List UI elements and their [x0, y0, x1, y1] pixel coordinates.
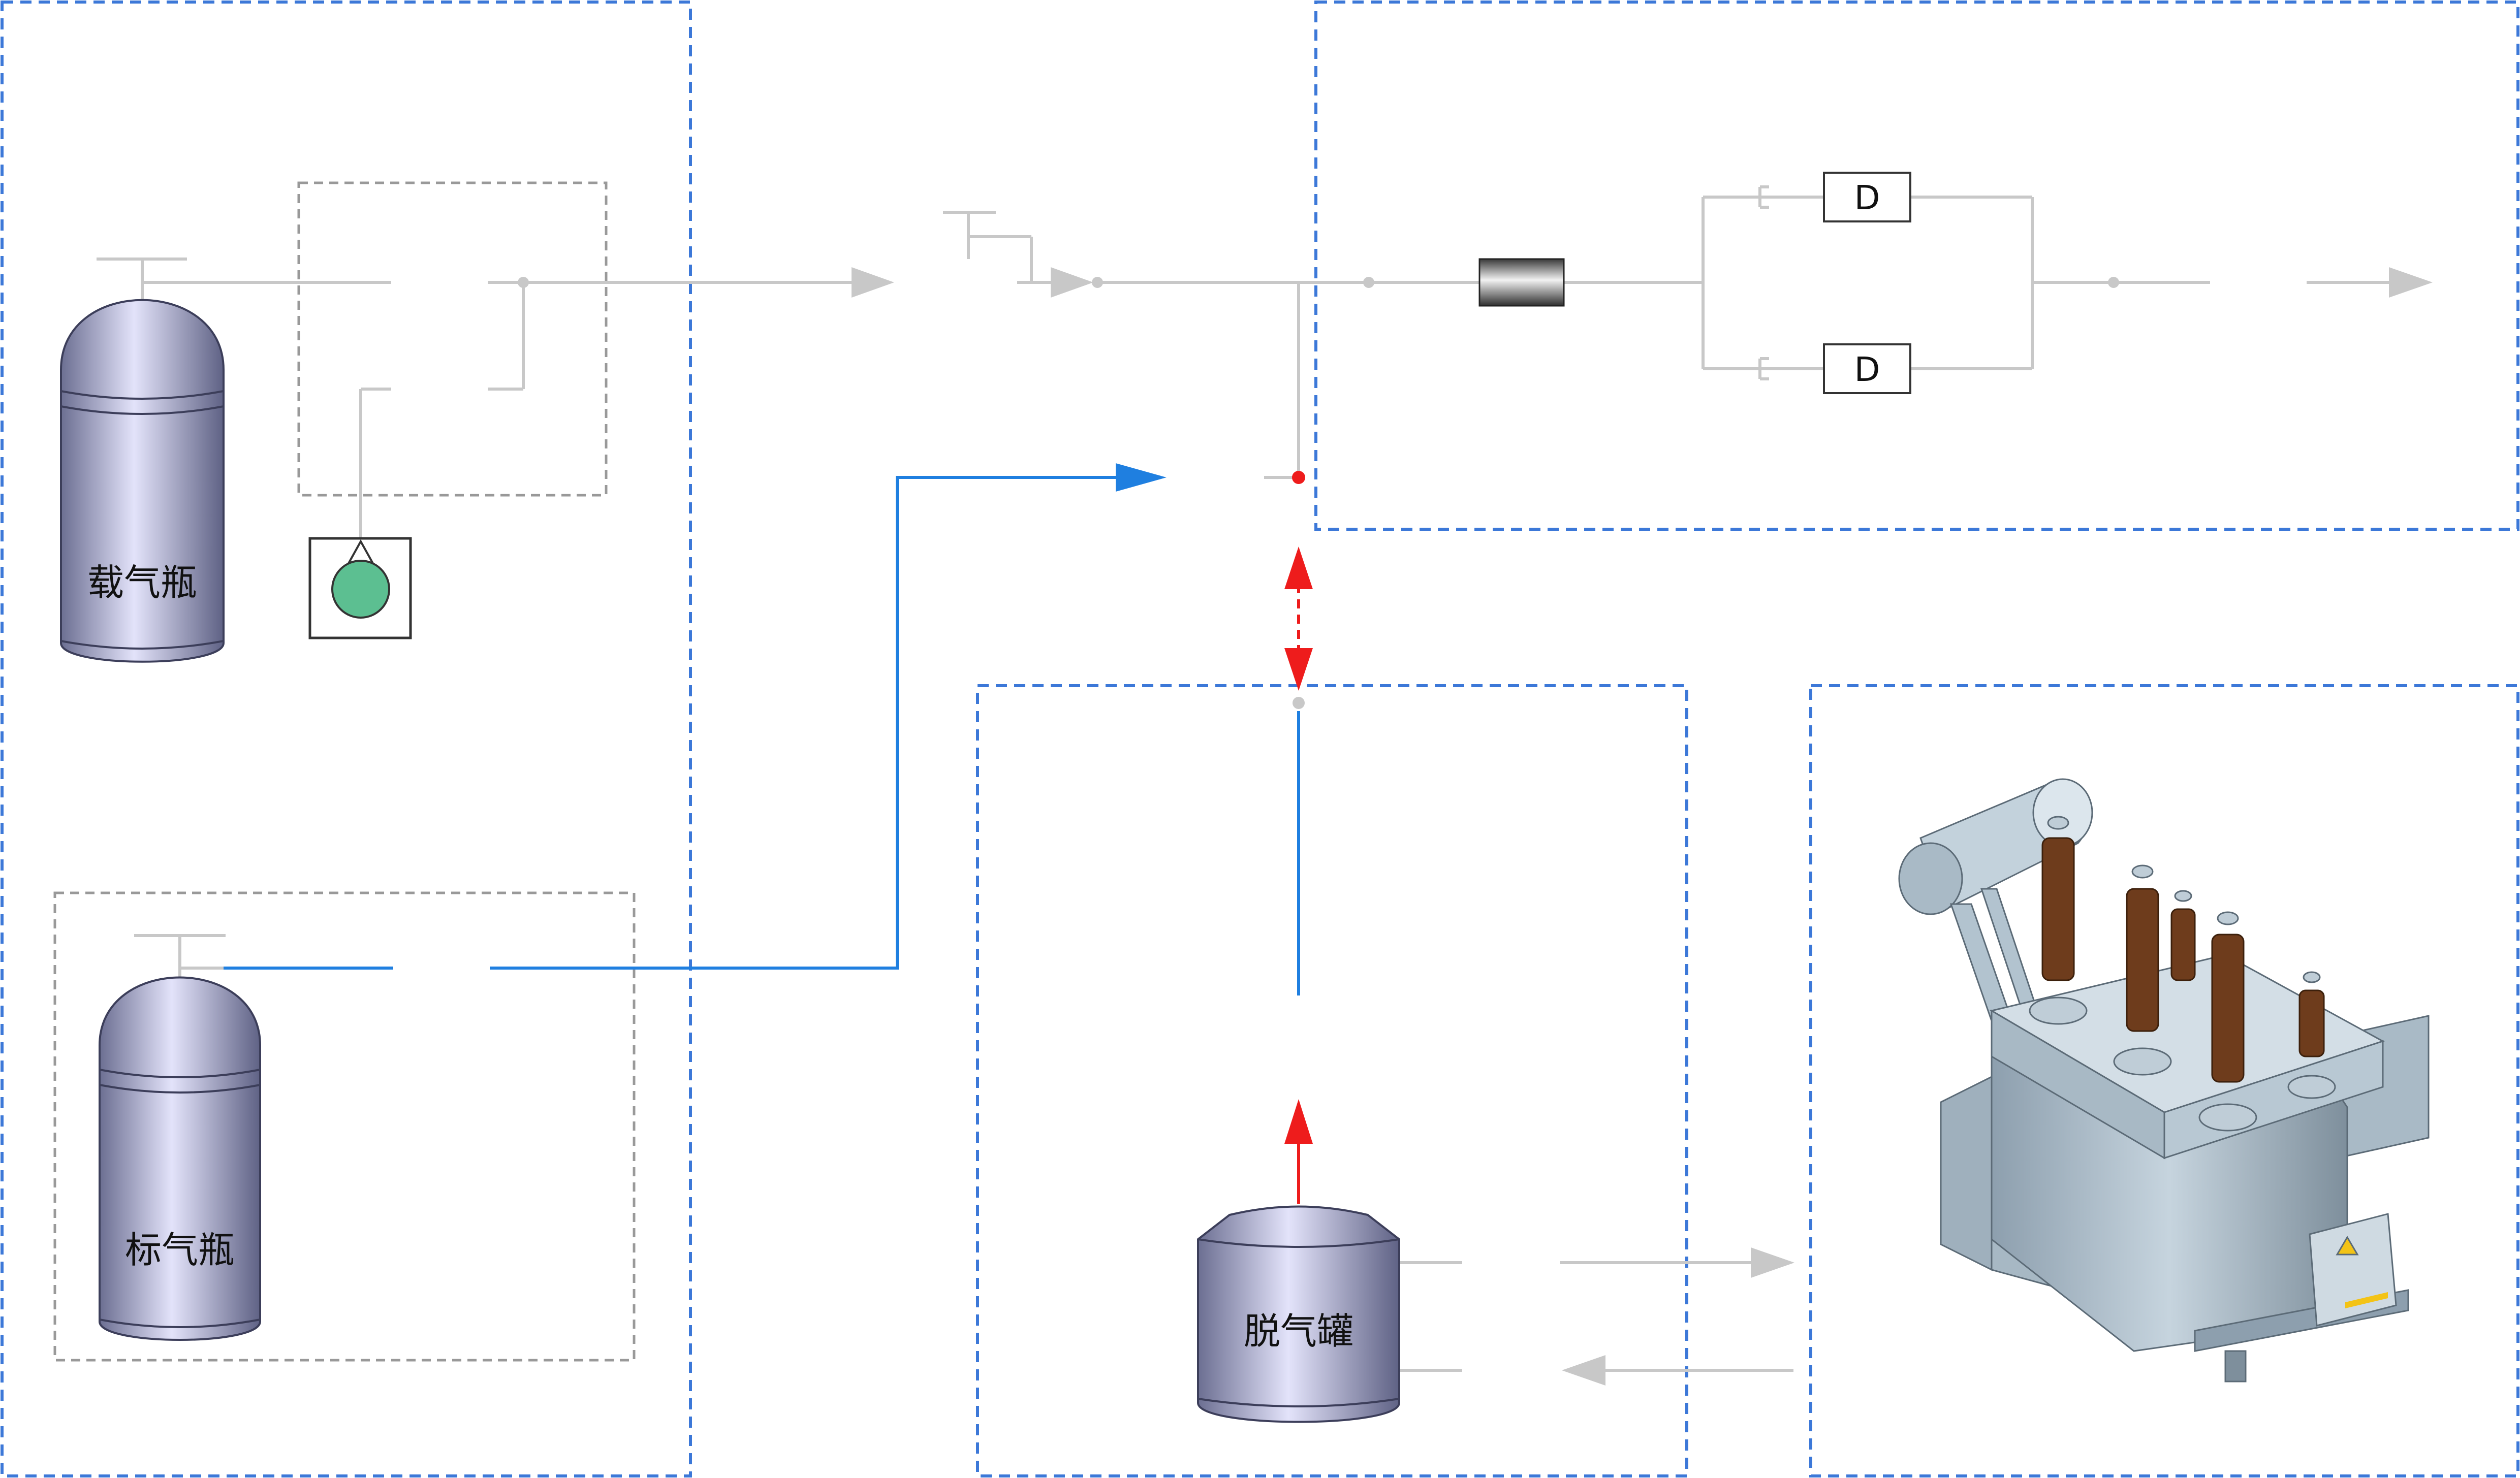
- arrow-icon: [2389, 267, 2433, 298]
- analysis-region: [1314, 1, 2519, 531]
- degassing-tank: 脱气罐: [1197, 1205, 1400, 1423]
- gray-arrow-heads: [852, 267, 2433, 1386]
- carrier-valve-group: [297, 181, 608, 497]
- cylinder-icon: [60, 299, 225, 663]
- arrow-icon: [1284, 547, 1313, 589]
- standard-gas-cylinder: 标气瓶: [99, 976, 261, 1341]
- carrier-gas-cylinder: 载气瓶: [60, 299, 225, 663]
- cylinder-icon: [99, 976, 261, 1341]
- detector-2: D: [1823, 343, 1911, 394]
- detector-1-label: D: [1854, 178, 1880, 217]
- carrier-gas-label: 载气瓶: [87, 561, 197, 604]
- arrow-icon: [1284, 648, 1313, 691]
- standard-gas-line: [224, 476, 1300, 995]
- arrow-icon: [1751, 1247, 1794, 1278]
- tank-icon: [1197, 1205, 1400, 1423]
- group-borders: [53, 181, 636, 1362]
- detector-1: D: [1823, 172, 1911, 222]
- column-icon: [1478, 258, 1565, 307]
- gas-supply-region: [1, 1, 692, 1477]
- arrow-icon: [852, 267, 894, 298]
- valve-ball-icon: [331, 560, 390, 619]
- transformer-icon: [1898, 778, 2430, 1383]
- degassing-region: [976, 684, 1688, 1477]
- arrow-icon: [1562, 1355, 1605, 1386]
- valve-indicator: [308, 537, 412, 639]
- arrow-icon: [1051, 267, 1093, 298]
- standard-gas-label: 标气瓶: [125, 1229, 235, 1271]
- transformer-region: [1809, 684, 2519, 1477]
- detector-icon: [1823, 172, 1911, 222]
- carrier-gas-lines: [97, 185, 2398, 1372]
- detector-icon: [1823, 343, 1911, 394]
- arrow-icon: [1284, 1099, 1313, 1144]
- degassing-tank-label: 脱气罐: [1244, 1310, 1353, 1353]
- detector-2-label: D: [1854, 350, 1880, 389]
- standard-gas-group: [53, 891, 636, 1362]
- arrow-icon: [1116, 463, 1167, 492]
- red-flow-markers: [1284, 471, 1313, 1204]
